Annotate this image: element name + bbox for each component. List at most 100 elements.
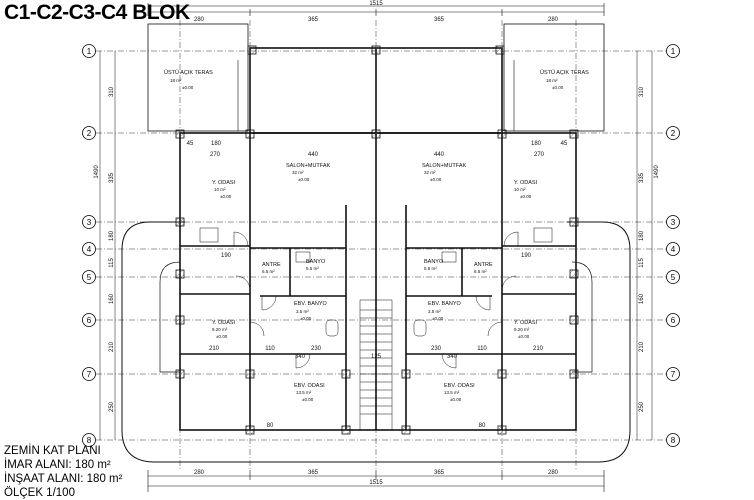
dim-label: 335 [639,172,645,183]
dim-label: 1490 [94,165,100,179]
dim-label: 160 [109,293,115,304]
room-name: ÜSTÜ AÇIK TERAS [540,69,589,76]
room-area: 3.5 m² [296,309,309,314]
axis-bubbles-left [82,44,96,447]
axis-label: 5 [87,273,92,282]
room-area: 18 m² [170,78,182,83]
dim-label: 1515 [369,1,383,7]
room-name: Y. ODASI [514,320,538,326]
dim-label: 365 [308,17,319,23]
left-dimension-labels: 1490 310 335 180 115 160 210 250 [94,86,115,412]
room-level: ±0.00 [302,397,314,402]
dim-label: 1490 [654,165,660,179]
room-level: ±0.00 [220,194,232,199]
room-name: EBV. BANYO [294,301,328,307]
dim-label: 340 [447,354,458,360]
dim-label: 160 [639,293,645,304]
axis-label: 2 [671,129,676,138]
room-area: 32 m² [424,170,436,175]
axis-labels-left: 1 2 3 4 5 6 7 8 [87,47,92,445]
dim-label: 190 [521,253,532,259]
room-area: 5.5 m² [424,266,437,271]
room-level: ±0.00 [430,177,442,182]
drawing-title: C1-C2-C3-C4 BLOK [4,1,190,24]
room-area: 5.5 m² [306,266,319,271]
room-level: ±0.00 [432,316,444,321]
dim-label: 280 [548,17,559,23]
fixtures [199,227,553,337]
room-name: SALON+MUTFAK [422,163,466,169]
dim-label: 250 [639,401,645,412]
room-name: ANTRE [474,262,493,268]
terrace-right [503,23,605,132]
room-level: ±0.00 [216,334,228,339]
room-area: 13.5 m² [444,390,460,395]
dim-label: 270 [210,152,221,158]
room-name: EBV. ODASI [294,383,325,389]
columns [175,45,579,435]
dim-label: 210 [533,346,544,352]
axis-label: 7 [671,370,676,379]
axis-label: 5 [671,273,676,282]
dim-label: 310 [639,86,645,97]
dim-label: 280 [194,17,205,23]
room-area: 18 m² [546,78,558,83]
door-swings [233,231,519,369]
vertical-dimension-lines [99,51,653,440]
dim-label: 180 [109,230,115,241]
stairs [359,299,393,431]
dim-label: 180 [531,141,542,147]
room-area: 6.5 m² [262,269,275,274]
bottom-dimension-labels: 280 365 365 280 1515 [194,470,559,486]
room-area: 10 m² [214,187,226,192]
room-name: EBV. ODASI [444,383,475,389]
overall-dimension-top [147,3,605,16]
dim-label: 190 [221,253,232,259]
axis-label: 4 [671,245,676,254]
room-name: BANYO [306,259,326,265]
dim-label: 80 [267,423,274,429]
dim-label: 280 [194,470,205,476]
room-name: ANTRE [262,262,281,268]
room-name: Y. ODASI [514,180,538,186]
room-area: 6.5 m² [474,269,487,274]
dim-label: 310 [109,86,115,97]
axis-label: 1 [87,47,92,56]
room-level: ±0.00 [552,85,564,90]
axis-bubbles-right [666,44,680,447]
room-name: Y. ODASI [212,180,236,186]
room-name: Y. ODASI [212,320,236,326]
room-level: ±0.00 [298,177,310,182]
axis-label: 4 [87,245,92,254]
room-area: 9.20 m² [212,327,228,332]
room-name: BANYO [424,259,444,265]
dim-label: 125 [371,354,382,360]
terrace-left [147,23,249,132]
dim-label: 210 [209,346,220,352]
axis-label: 7 [87,370,92,379]
room-level: ±0.00 [182,85,194,90]
dim-label: 250 [109,401,115,412]
dim-label: 115 [639,258,645,268]
dim-label: 365 [308,470,319,476]
dim-label: 280 [548,470,559,476]
axis-label: 8 [87,436,92,445]
dim-label: 335 [109,172,115,183]
room-level: ±0.00 [300,316,312,321]
axis-labels-right: 1 2 3 4 5 6 7 8 [671,47,676,445]
dim-label: 110 [477,346,487,352]
dim-label: 45 [187,141,194,147]
axis-label: 3 [671,218,676,227]
room-area: 10 m² [514,187,526,192]
dim-label: 210 [639,341,645,352]
axis-label: 3 [87,218,92,227]
room-name: ÜSTÜ AÇIK TERAS [164,69,213,76]
axis-label: 6 [671,316,676,325]
dim-label: 210 [109,341,115,352]
dim-label: 45 [561,141,568,147]
dim-label: 340 [295,354,306,360]
right-dimension-labels: 1490 310 335 180 115 160 210 250 [639,86,660,412]
room-level: ±0.00 [518,334,530,339]
zoning-area: İMAR ALANI: 180 m² [4,459,111,471]
dim-label: 230 [311,346,322,352]
